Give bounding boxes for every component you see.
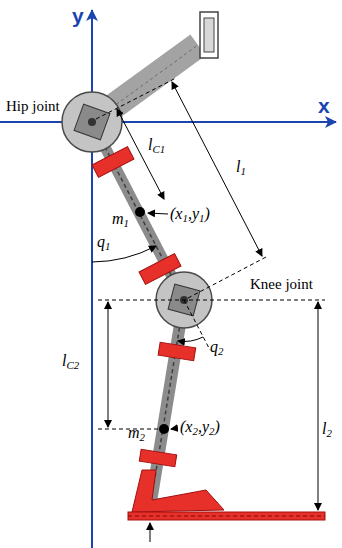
subscript: 1 xyxy=(160,143,165,155)
subscript: C xyxy=(66,359,73,371)
axis-label: y xyxy=(72,4,84,27)
mass-label: m2 xyxy=(128,424,145,442)
length-label: lC2 xyxy=(62,352,79,370)
coordinate-label: (x2,y2) xyxy=(180,418,220,436)
angle-label: q2 xyxy=(210,338,223,356)
subscript: 2 xyxy=(192,425,197,437)
subscript: 1 xyxy=(124,217,129,229)
shank-pad xyxy=(158,342,196,360)
dimension-line xyxy=(318,302,319,510)
coordinate-label: (x1,y1) xyxy=(170,205,210,223)
subscript: C xyxy=(152,143,159,155)
x-axis xyxy=(0,121,336,123)
subscript: 1 xyxy=(105,240,110,252)
foot-plate xyxy=(128,512,325,520)
angle-label: q1 xyxy=(97,233,110,251)
dimension-line xyxy=(117,109,164,199)
mass-label: m1 xyxy=(112,210,129,228)
subscript: 2 xyxy=(218,345,223,357)
subscript: 1 xyxy=(240,165,245,177)
length-label: lC1 xyxy=(148,136,165,154)
length-label: l2 xyxy=(322,420,332,438)
foot-shoe xyxy=(132,470,224,512)
subscript: 1 xyxy=(182,212,187,224)
mount-bracket xyxy=(200,12,218,58)
subscript: 2 xyxy=(209,425,214,437)
subscript: 2 xyxy=(74,359,79,371)
mass-point xyxy=(135,207,145,217)
subscript: 2 xyxy=(326,427,331,439)
length-label: l1 xyxy=(236,158,246,176)
subscript: 2 xyxy=(140,431,145,443)
angle-arc xyxy=(178,337,203,341)
axis-label: x xyxy=(318,94,330,117)
hip-joint xyxy=(62,92,122,152)
joint-label: Hip joint xyxy=(6,98,60,115)
joint-label: Knee joint xyxy=(250,276,313,293)
shank-pad xyxy=(139,449,176,466)
y-axis xyxy=(91,10,93,548)
mass-point xyxy=(159,424,169,434)
dimension-line xyxy=(108,302,109,427)
dimension-line xyxy=(172,82,262,256)
subscript: 1 xyxy=(199,212,204,224)
